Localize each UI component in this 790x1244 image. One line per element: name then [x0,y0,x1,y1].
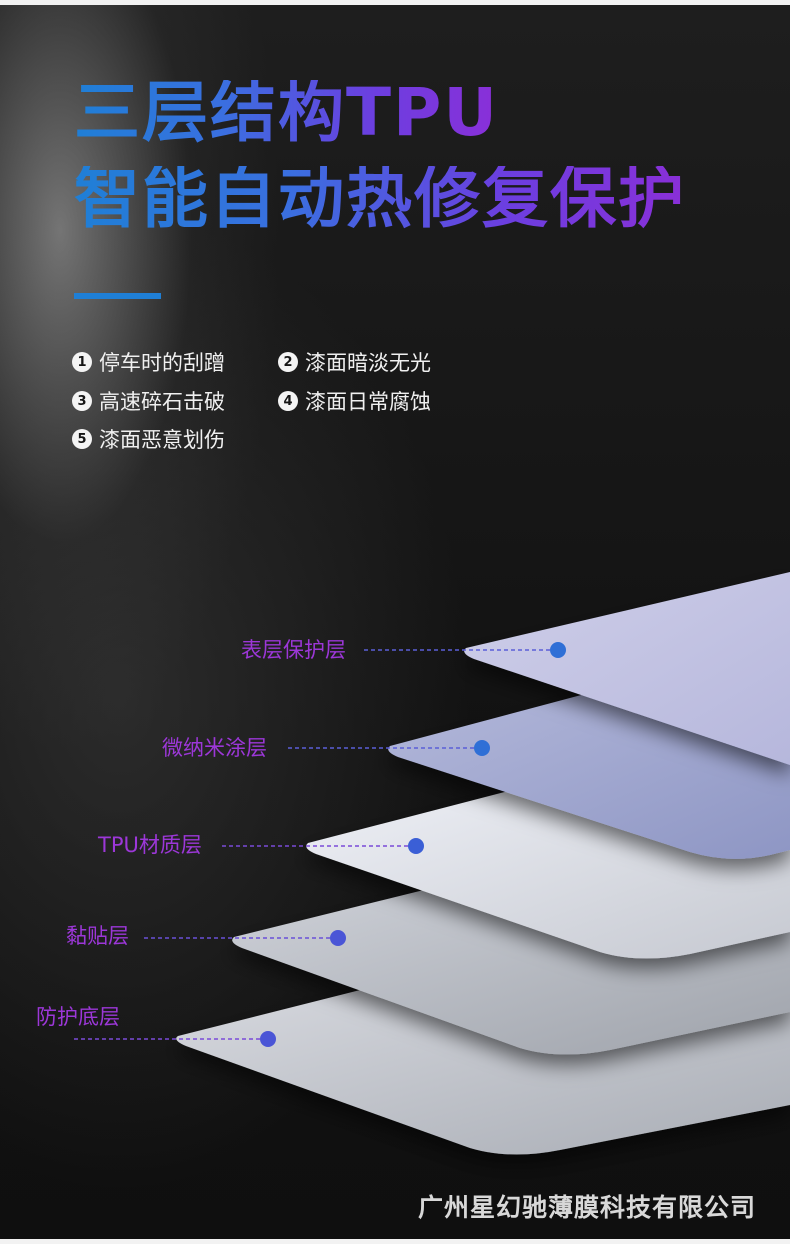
layer-sheet-1 [464,572,790,765]
number-badge-icon: 5 [72,429,92,449]
layer-label-2: 微纳米涂层 [162,736,267,760]
feature-item-3: 3 高速碎石击破 [72,386,225,416]
feature-text: 漆面暗淡无光 [305,351,431,375]
marker-dot-5 [260,1031,276,1047]
number-badge-icon: 3 [72,391,92,411]
top-border [0,0,790,5]
feature-item-4: 4 漆面日常腐蚀 [278,386,431,416]
marker-dot-1 [550,642,566,658]
layer-label-1: 表层保护层 [241,638,346,662]
marker-dot-4 [330,930,346,946]
layer-label-3: TPU材质层 [98,833,202,857]
feature-item-5: 5 漆面恶意划伤 [72,424,225,454]
title-underline [74,293,161,299]
feature-text: 停车时的刮蹭 [99,351,225,375]
feature-item-2: 2 漆面暗淡无光 [278,347,431,377]
number-badge-icon: 2 [278,352,298,372]
layer-sheet-2 [388,690,790,859]
company-name: 广州星幻驰薄膜科技有限公司 [417,1193,756,1222]
feature-text: 高速碎石击破 [99,390,225,414]
headline-line-2: 智能自动热修复保护 [74,160,686,237]
feature-text: 漆面恶意划伤 [99,428,225,452]
marker-dot-3 [408,838,424,854]
bottom-border [0,1239,790,1244]
layer-label-5: 防护底层 [36,1005,120,1029]
number-badge-icon: 1 [72,352,92,372]
feature-item-1: 1 停车时的刮蹭 [72,347,225,377]
number-badge-icon: 4 [278,391,298,411]
layer-label-4: 黏贴层 [66,924,129,948]
marker-dot-2 [474,740,490,756]
headline-line-1: 三层结构TPU [74,74,499,151]
feature-text: 漆面日常腐蚀 [305,390,431,414]
